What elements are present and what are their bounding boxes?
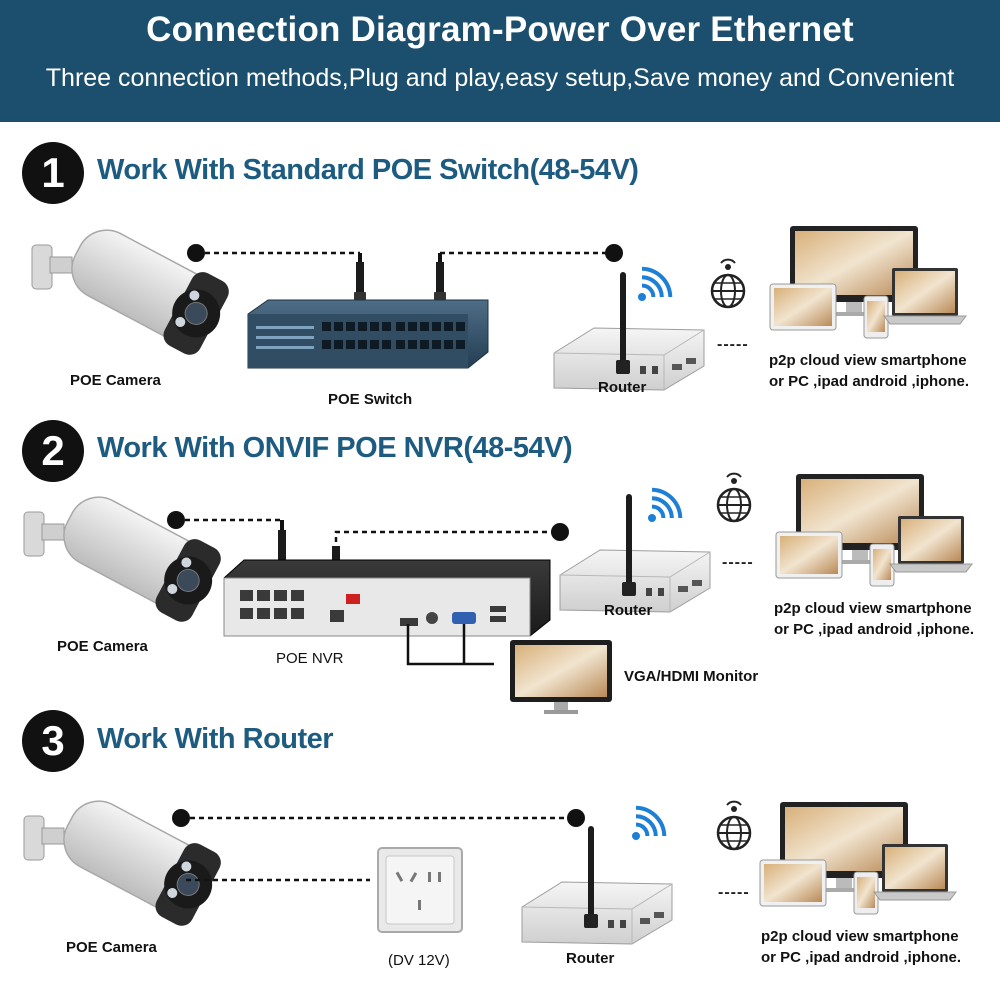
poe-switch-icon [247, 299, 489, 369]
camera-label: POE Camera [57, 638, 148, 655]
page-subtitle: Three connection methods,Plug and play,e… [45, 64, 955, 92]
section-number-badge: 3 [22, 710, 84, 772]
router-label: Router [604, 602, 653, 619]
router-icon [553, 271, 705, 391]
router-label: Router [566, 950, 615, 967]
section-title: Work With ONVIF POE NVR(48-54V) [97, 432, 573, 464]
page-title: Connection Diagram-Power Over Ethernet [146, 10, 854, 49]
devices-icon [769, 225, 967, 339]
device-label: POE NVR [276, 650, 344, 667]
dash-connector: ----- [718, 884, 750, 901]
cloud-view-line2: or PC ,ipad android ,iphone. [761, 949, 962, 966]
dash-connector: ----- [722, 554, 754, 571]
section-title: Work With Standard POE Switch(48-54V) [97, 154, 639, 186]
header-banner: Connection Diagram-Power Over Ethernet T… [0, 0, 1000, 122]
camera-label: POE Camera [70, 372, 161, 389]
globe-icon [710, 258, 746, 309]
monitor-label: VGA/HDMI Monitor [624, 668, 759, 685]
device-label: POE Switch [328, 391, 413, 408]
section-number-badge: 1 [22, 142, 84, 204]
device-label: (DV 12V) [388, 952, 450, 969]
section-title: Work With Router [97, 723, 334, 755]
cloud-view-line2: or PC ,ipad android ,iphone. [774, 621, 975, 638]
wifi-icon [636, 261, 678, 303]
camera-icon [31, 213, 238, 362]
monitor-icon [510, 640, 612, 714]
cloud-view-line1: p2p cloud view smartphone [774, 600, 972, 617]
section-number-badge: 2 [22, 420, 84, 482]
cloud-view-line1: p2p cloud view smartphone [769, 352, 967, 369]
power-outlet-icon [377, 847, 463, 933]
dash-connector: ----- [717, 336, 749, 353]
cloud-view-line1: p2p cloud view smartphone [761, 928, 959, 945]
camera-label: POE Camera [66, 939, 157, 956]
cloud-view-line2: or PC ,ipad android ,iphone. [769, 373, 970, 390]
router-label: Router [598, 379, 647, 396]
nvr-icon [223, 559, 551, 637]
